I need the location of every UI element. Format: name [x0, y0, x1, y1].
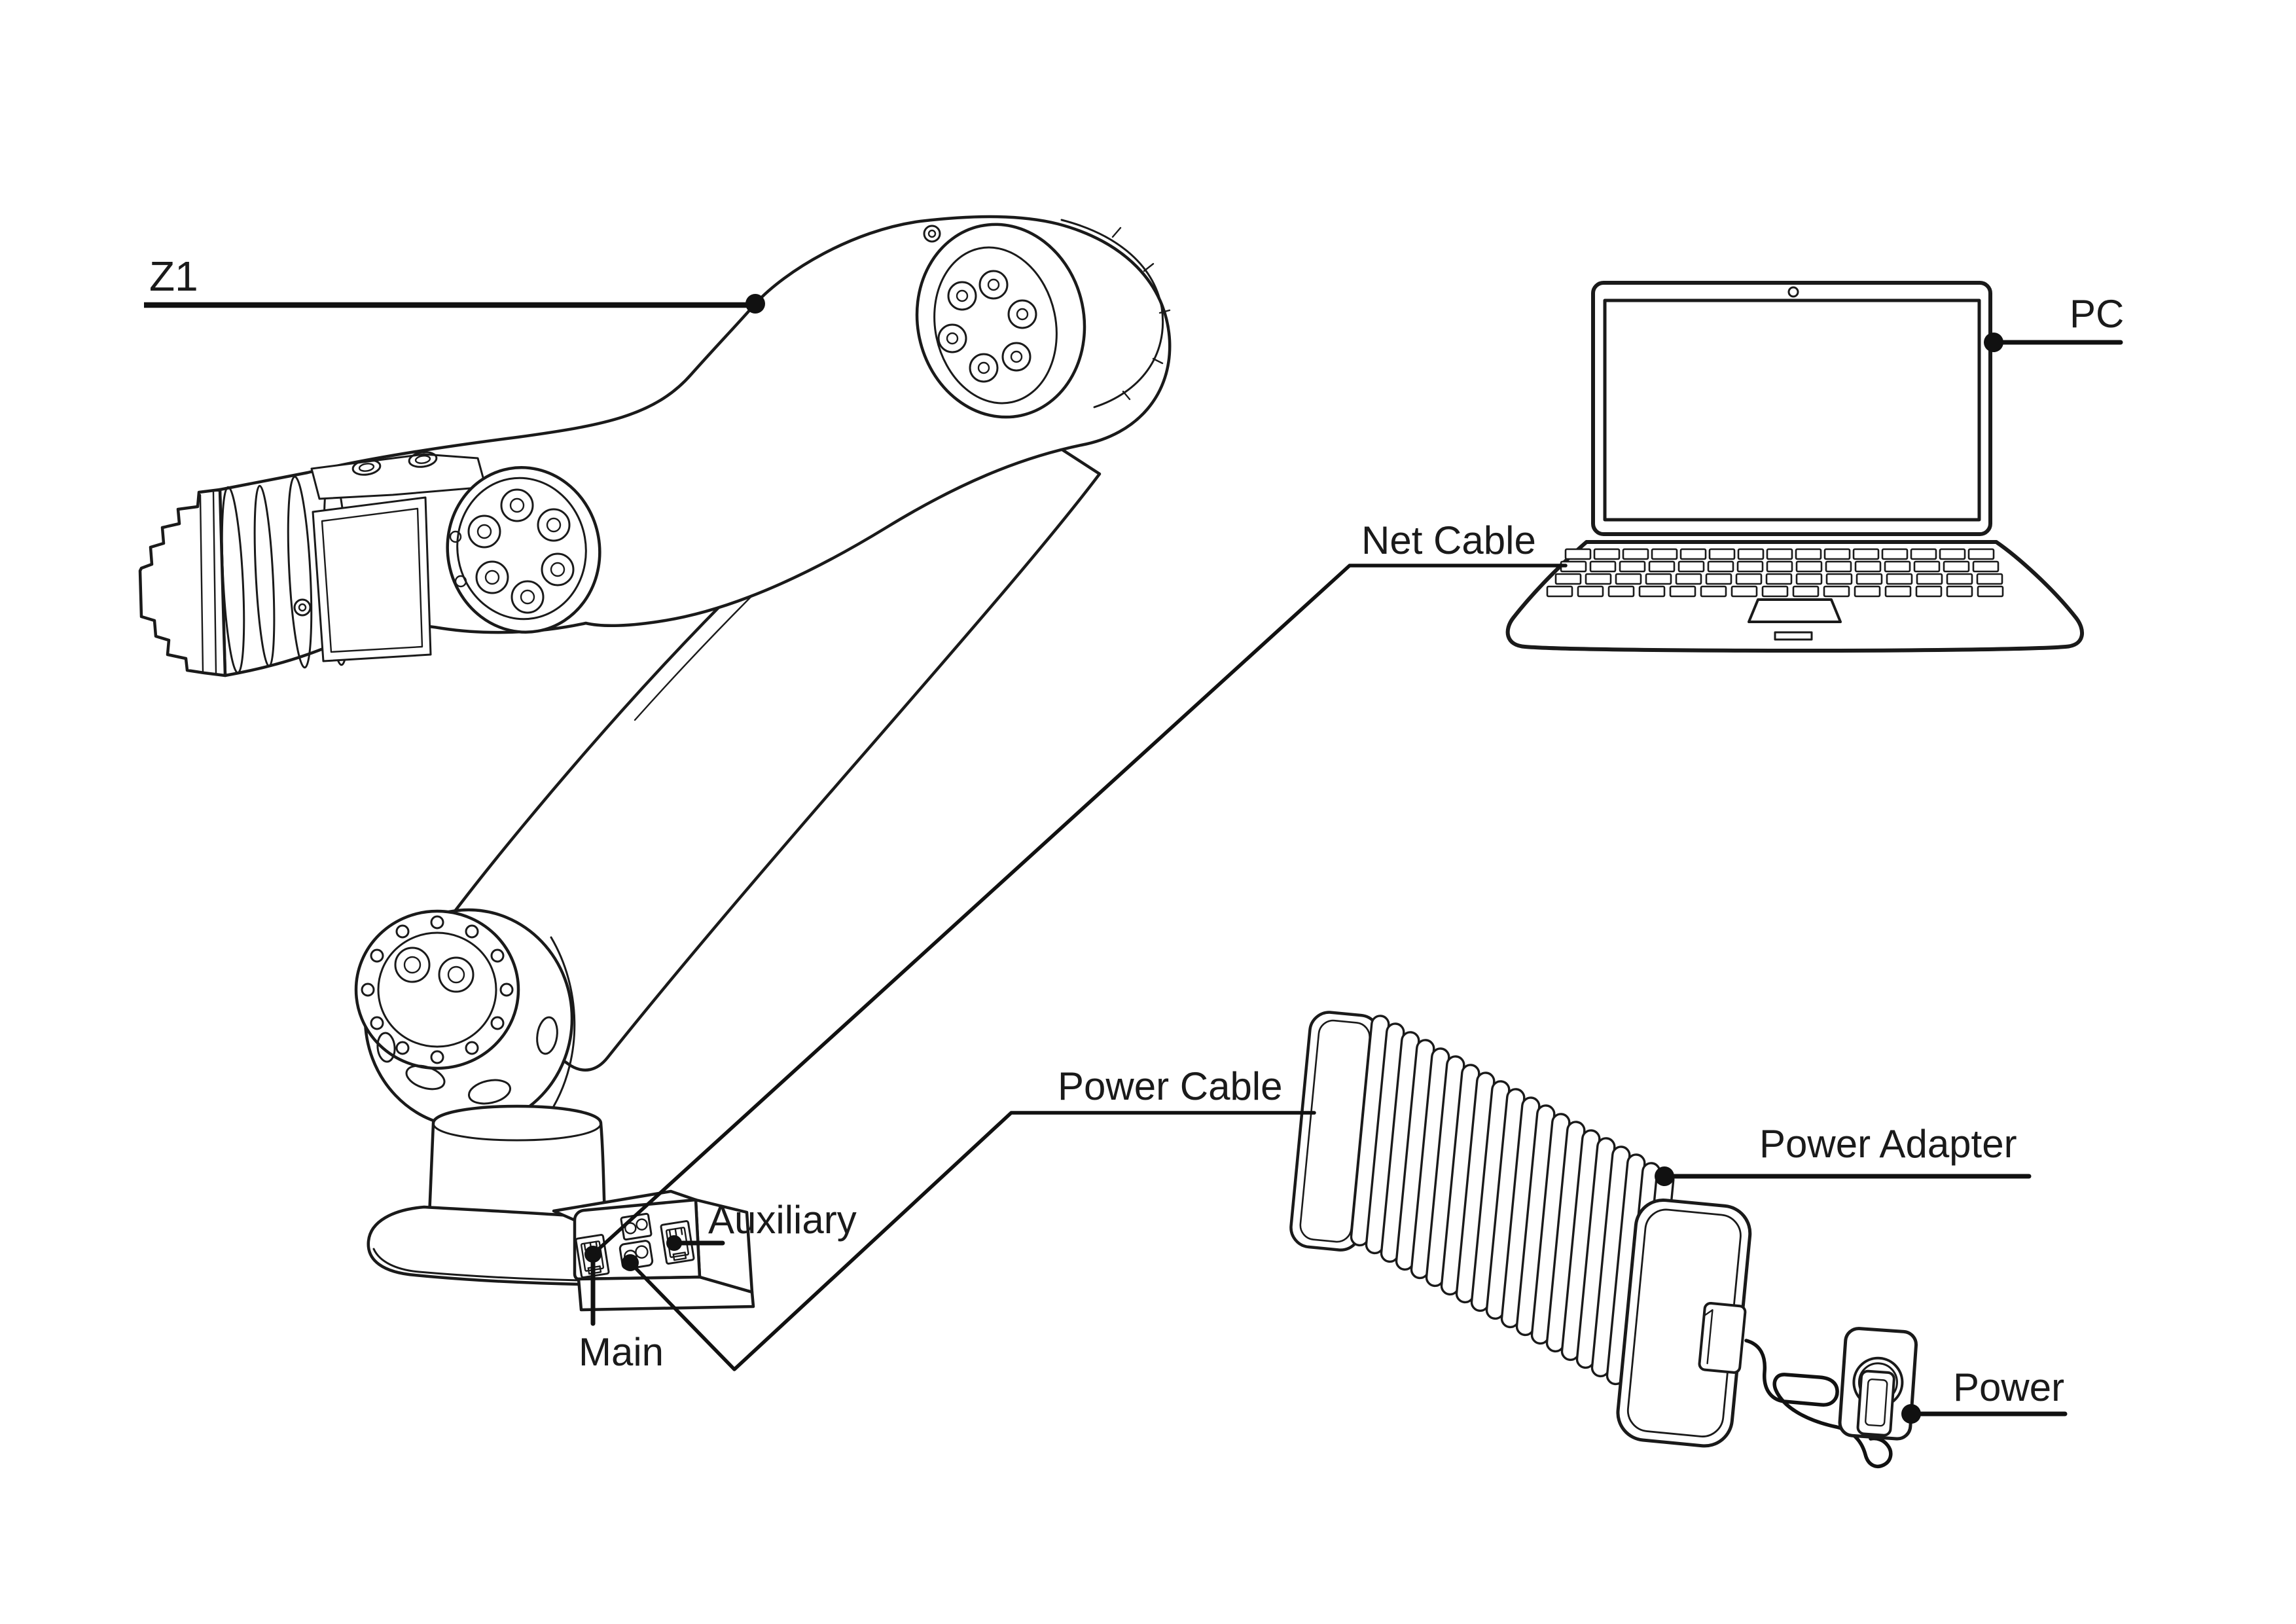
wall-outlet	[1838, 1327, 1918, 1441]
robot-forearm-assembly	[138, 215, 1172, 677]
power-plug	[1856, 1369, 1895, 1437]
base-skirt	[577, 1275, 755, 1312]
z1-label: Z1	[149, 253, 198, 300]
laptop-illustration	[1505, 281, 2084, 653]
callout-pc: PC	[1984, 292, 2124, 352]
callout-power: Power	[1901, 1365, 2068, 1424]
adapter-output-cable	[1744, 1339, 1893, 1469]
webcam-icon	[1787, 286, 1799, 298]
power-adapter-illustration	[1289, 1011, 1918, 1469]
power-adapter-anchor-dot	[1655, 1166, 1674, 1186]
auxiliary-label: Auxiliary	[708, 1198, 857, 1242]
robot-base-controller-box	[552, 1189, 755, 1312]
tool-flange	[138, 488, 227, 677]
callout-power-adapter: Power Adapter	[1655, 1122, 2032, 1186]
pc-label: PC	[2070, 292, 2124, 336]
power-adapter-label: Power Adapter	[1759, 1122, 2017, 1166]
power-label: Power	[1953, 1365, 2064, 1409]
elbow-joint-flange	[915, 219, 1171, 419]
robot-pedestal-column	[427, 1104, 607, 1218]
power-cable-line	[628, 1111, 1316, 1371]
auxiliary-anchor-dot	[666, 1235, 682, 1251]
robot-arm-illustration	[138, 215, 1172, 1312]
callout-auxiliary: Auxiliary	[666, 1198, 857, 1251]
wrist-joint-flange	[446, 466, 601, 634]
laptop-screen	[1603, 298, 1981, 522]
adapter-output-port	[1698, 1302, 1747, 1374]
robot-shoulder-ball	[354, 908, 576, 1129]
callout-z1: Z1	[144, 253, 765, 314]
callout-main: Main	[579, 1252, 664, 1374]
callouts: Z1 Net Cable PC Power Cable Auxiliary	[144, 253, 2124, 1424]
z1-anchor-dot	[745, 294, 765, 314]
net-cable-line	[591, 564, 1568, 1256]
pc-anchor-dot	[1984, 333, 2003, 352]
power-anchor-dot	[1901, 1404, 1921, 1424]
main-label: Main	[579, 1330, 664, 1374]
callout-net-cable: Net Cable	[584, 518, 1568, 1263]
power-cable-label: Power Cable	[1058, 1064, 1283, 1108]
robot-base-plate	[367, 1205, 582, 1286]
callout-power-cable: Power Cable	[622, 1064, 1316, 1371]
power-cable-anchor-dot	[622, 1254, 639, 1271]
laptop-touchpad	[1748, 598, 1842, 623]
adapter-front-face	[1616, 1198, 1752, 1448]
net-cable-label: Net Cable	[1361, 518, 1536, 562]
laptop-front-slot	[1774, 631, 1813, 641]
